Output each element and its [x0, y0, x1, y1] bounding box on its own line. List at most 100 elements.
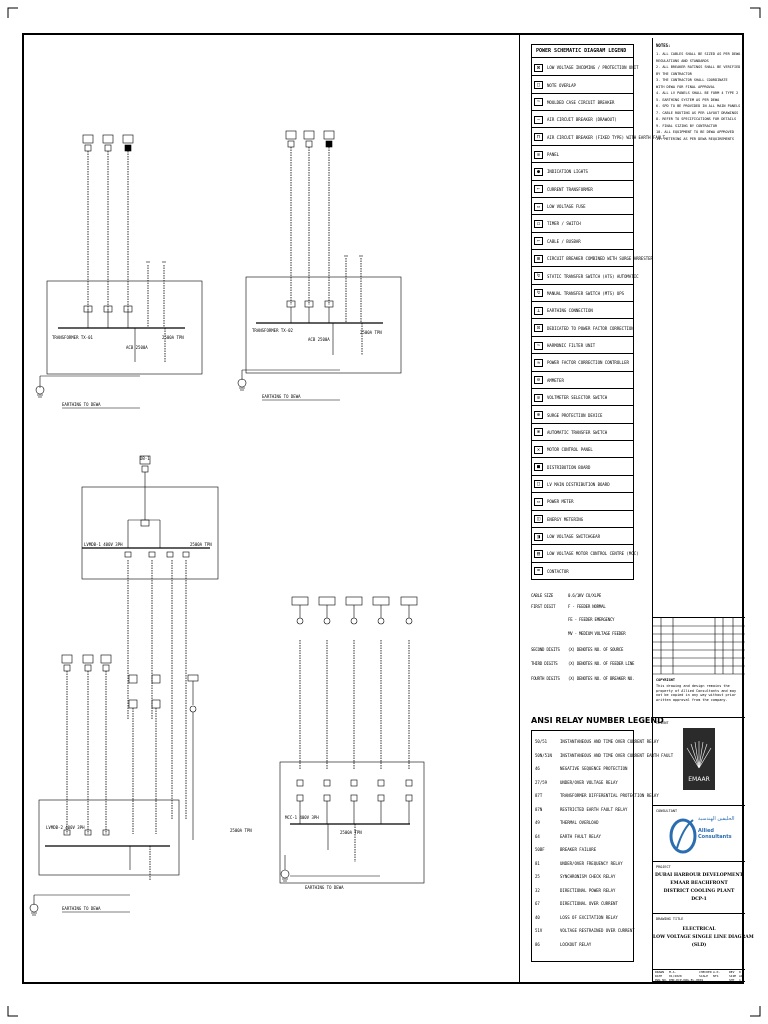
cable-info-key: FOURTH DIGITS	[531, 676, 560, 681]
contactor-box	[377, 794, 385, 802]
legend-row: ⊠LOW VOLTAGE INCOMING / PROTECTION UNIT	[532, 59, 639, 77]
motor-icon	[296, 617, 304, 625]
legend-row: ↯ STATIC TRANSFER SWITCH (ATS) AUTOMATIC	[532, 267, 639, 285]
feeder-tag-box	[102, 134, 114, 144]
consultant-label: CONSULTANT	[656, 809, 678, 813]
bus-label-bottom-left: LVMDB-2 400V 3PH	[46, 825, 85, 830]
title-field-value: DHD-DCP-DWG-EL-0001	[669, 978, 704, 982]
feeder-panel-icon	[287, 140, 295, 148]
ansi-description: EARTH FAULT RELAY	[560, 833, 601, 839]
legend-text: PANEL	[547, 152, 560, 157]
title-field-value: 0	[739, 970, 741, 974]
cable-info-value: FE - FEEDER EMERGENCY	[568, 617, 615, 622]
consultant-block: CONSULTANT الحليفين الهندسية Allied Cons…	[653, 806, 745, 862]
legend-row: ■DISTRIBUTION BOARD	[532, 458, 633, 476]
legend-symbol-icon: □	[534, 480, 543, 489]
feeder-panel-icon	[63, 664, 71, 672]
breaker-box	[405, 779, 413, 787]
ansi-code: 50N/51N	[535, 752, 552, 758]
feeder-panel-icon	[305, 140, 313, 148]
power-legend: POWER SCHEMATIC DIAGRAM LEGEND ⊠LOW VOLT…	[531, 44, 665, 580]
project-line: DUBAI HARBOUR DEVELOPMENT	[655, 873, 743, 878]
legend-symbol-icon: ↯	[534, 272, 543, 281]
legend-row: ⊖AMMETER	[532, 372, 633, 389]
legend-symbol-icon: ⌐	[534, 185, 543, 194]
notes-title: NOTES:	[656, 43, 671, 48]
note-line: WITH DEWA FOR FINAL APPROVAL	[656, 84, 716, 89]
feeder-panel-icon	[141, 465, 149, 473]
breaker-label-2: ACB 2500A	[308, 337, 330, 342]
lvmdb-enclosure	[81, 486, 219, 580]
legend-row: ⌐CURRENT TRANSFORMER	[532, 181, 633, 198]
feeder-tag-box	[139, 455, 151, 465]
cable-info-value: (X) DENOTES NO. OF SOURCE	[568, 647, 624, 652]
project-label: PROJECT	[656, 865, 671, 869]
feeder-tag-box	[291, 596, 309, 606]
breaker-box	[182, 551, 190, 558]
legend-row: ✕MOTOR CONTROL PANEL	[532, 441, 633, 459]
legend-text: CONTACTOR	[547, 568, 569, 574]
breaker-box	[350, 779, 358, 787]
legend-symbol-icon: ▭	[534, 202, 543, 211]
legend-text: LV MAIN DISTRIBUTION BOARD	[547, 481, 610, 487]
legend-symbol-icon: ⊗	[534, 428, 543, 437]
ansi-code: 32	[535, 887, 540, 893]
feeder-tag-box	[100, 654, 112, 664]
drawing-title-label: DRAWING TITLE	[656, 917, 684, 921]
transfer-switch-box	[151, 674, 161, 684]
rating-label-3: 2500A TPN	[190, 542, 212, 547]
legend-symbol-icon: ▭	[534, 497, 543, 506]
legend-text: SURGE PROTECTION DEVICE	[547, 412, 603, 418]
rating-label-1: 2500A TPN	[162, 335, 184, 340]
legend-symbol-icon: ⊞	[534, 254, 543, 263]
feeder-panel-icon	[102, 664, 110, 672]
legend-text: STATIC TRANSFER SWITCH (ATS) AUTOMATIC	[547, 273, 639, 279]
legend-row: ⊡DEDICATED TO POWER FACTOR CORRECTION	[532, 320, 634, 337]
legend-row: ↯MANUAL TRANSFER SWITCH (MTS) UPS	[532, 285, 633, 303]
note-line: 5. EARTHING SYSTEM AS PER DEWA	[656, 97, 720, 102]
motor-icon	[405, 617, 413, 625]
note-line: 6. SPD TO BE PROVIDED IN ALL MAIN PANELS	[656, 104, 741, 108]
title-field-key: SCALE	[699, 974, 709, 978]
cable-info-key: CABLE SIZE	[531, 593, 554, 598]
legend-text: AUTOMATIC TRANSFER SWITCH	[547, 429, 608, 435]
legend-text: LOW VOLTAGE MOTOR CONTROL CENTRE (MCC)	[547, 551, 639, 557]
revision-grid	[653, 618, 745, 675]
transfer-switch-box	[151, 699, 161, 709]
legend-text: LOW VOLTAGE SWITCHGEAR	[547, 534, 600, 540]
title-field-value: M.A.	[669, 970, 677, 974]
legend-text: MANUAL TRANSFER SWITCH (MTS) UPS	[547, 290, 625, 296]
legend-symbol-icon: ■	[534, 463, 543, 472]
ansi-description: LOCKOUT RELAY	[560, 941, 592, 947]
project-line: EMAAR BEACHFRONT	[670, 881, 728, 886]
note-line: 4. ALL LV PANELS SHALL BE FORM 4 TYPE 2	[656, 91, 739, 95]
feeder-tag-box	[82, 654, 94, 664]
legend-symbol-icon: ⊘	[534, 393, 543, 402]
switchboard-enclosure	[38, 799, 180, 876]
ansi-code: 49	[535, 820, 540, 825]
bus-label-top-left: TRANSFORMER TX-01	[52, 335, 93, 340]
breaker-box	[166, 551, 174, 558]
legend-row: =CONTACTOR	[532, 563, 633, 580]
notes-block: NOTES: 1. ALL CABLES SHALL BE SIZED AS P…	[653, 38, 745, 618]
legend-row: ~MOULDED CASE CIRCUIT BREAKER	[532, 94, 633, 112]
field-row-1	[653, 970, 745, 982]
contactor-box	[296, 794, 304, 802]
ansi-code: 67	[535, 901, 540, 906]
feeder-panel-icon	[124, 144, 132, 152]
motor-icon	[377, 617, 385, 625]
legend-text: VOLTMETER SELECTOR SWITCH	[547, 395, 608, 401]
copyright-head: COPYRIGHT	[656, 678, 675, 682]
legend-row: ⊗ AUTOMATIC TRANSFER SWITCH	[532, 424, 633, 442]
ansi-description: UNDER/OVER FREQUENCY RELAY	[560, 860, 623, 866]
legend-symbol-icon: ∽	[534, 115, 543, 124]
legend-text: INDICATION LIGHTS	[547, 169, 588, 175]
breaker-box	[63, 829, 71, 836]
legend-symbol-icon: ~	[534, 98, 543, 107]
legend-text: DEDICATED TO POWER FACTOR CORRECTION	[547, 325, 634, 331]
earth-symbol-icon	[29, 903, 39, 913]
meter-icon	[189, 705, 197, 713]
title-field-key: SIZE	[729, 974, 737, 978]
